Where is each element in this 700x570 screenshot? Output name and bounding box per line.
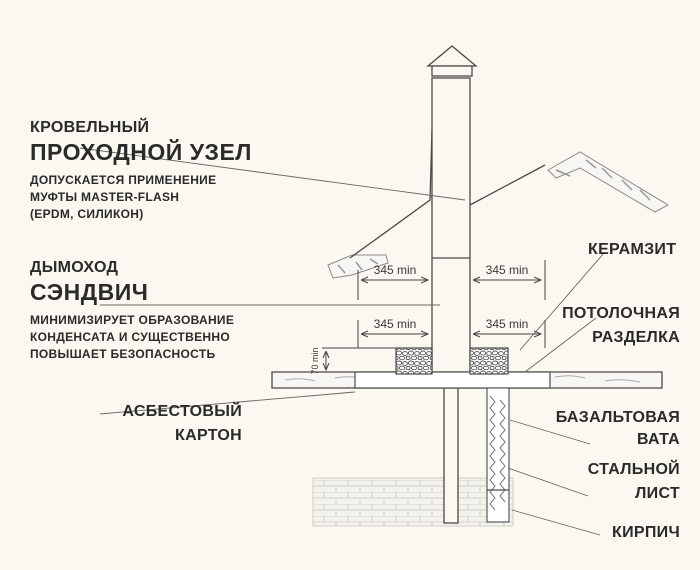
asbestos-label-line1: АСБЕСТОВЫЙ — [122, 403, 242, 420]
roof-note-line1: ДОПУСКАЕТСЯ ПРИМЕНЕНИЕ — [30, 173, 217, 187]
roof-note-line3: (EPDM, СИЛИКОН) — [30, 207, 144, 221]
roof-title-line2: ПРОХОДНОЙ УЗЕЛ — [30, 139, 252, 165]
dimension-lines — [322, 260, 546, 370]
brick-wall — [312, 477, 514, 527]
steel-sheet-label-line1: СТАЛЬНОЙ — [587, 461, 680, 478]
dim-roof-right: 345 min — [486, 263, 529, 277]
chimney-note-line2: КОНДЕНСАТА И СУЩЕСТВЕННО — [30, 330, 230, 344]
dim-ceiling-left: 345 min — [374, 317, 417, 331]
keramzit-fill — [395, 347, 509, 375]
asbestos-label-line2: КАРТОН — [175, 427, 242, 444]
chimney-note-line1: МИНИМИЗИРУЕТ ОБРАЗОВАНИЕ — [30, 313, 235, 327]
chimney-pipe — [426, 45, 478, 524]
dim-ceiling-right: 345 min — [486, 317, 529, 331]
ceiling-cut-label-line2: РАЗДЕЛКА — [592, 329, 680, 346]
basalt-wool — [486, 387, 510, 523]
chimney-title-line1: ДЫМОХОД — [30, 259, 119, 276]
basalt-wool-label-line1: БАЗАЛЬТОВАЯ — [555, 409, 680, 426]
dim-ceiling-height: 70 min — [310, 347, 320, 374]
chimney-note-line3: ПОВЫШАЕТ БЕЗОПАСНОСТЬ — [30, 347, 216, 361]
leader-lines — [79, 147, 605, 536]
ceiling-cut-label-line1: ПОТОЛОЧНАЯ — [562, 305, 680, 322]
keramzit-label: КЕРАМЗИТ — [588, 241, 677, 258]
brick-label: КИРПИЧ — [612, 524, 680, 541]
ceiling-slab — [271, 371, 663, 389]
basalt-wool-label-line2: ВАТА — [636, 431, 680, 448]
chimney-title-line2: СЭНДВИЧ — [30, 279, 149, 305]
roof-title-line1: КРОВЕЛЬНЫЙ — [30, 119, 150, 136]
roof-note-line2: МУФТЫ MASTER-FLASH — [30, 190, 180, 204]
dim-roof-left: 345 min — [374, 263, 417, 277]
roof-right — [547, 151, 670, 213]
steel-sheet-label-line2: ЛИСТ — [635, 485, 680, 502]
roof-left — [327, 254, 389, 279]
